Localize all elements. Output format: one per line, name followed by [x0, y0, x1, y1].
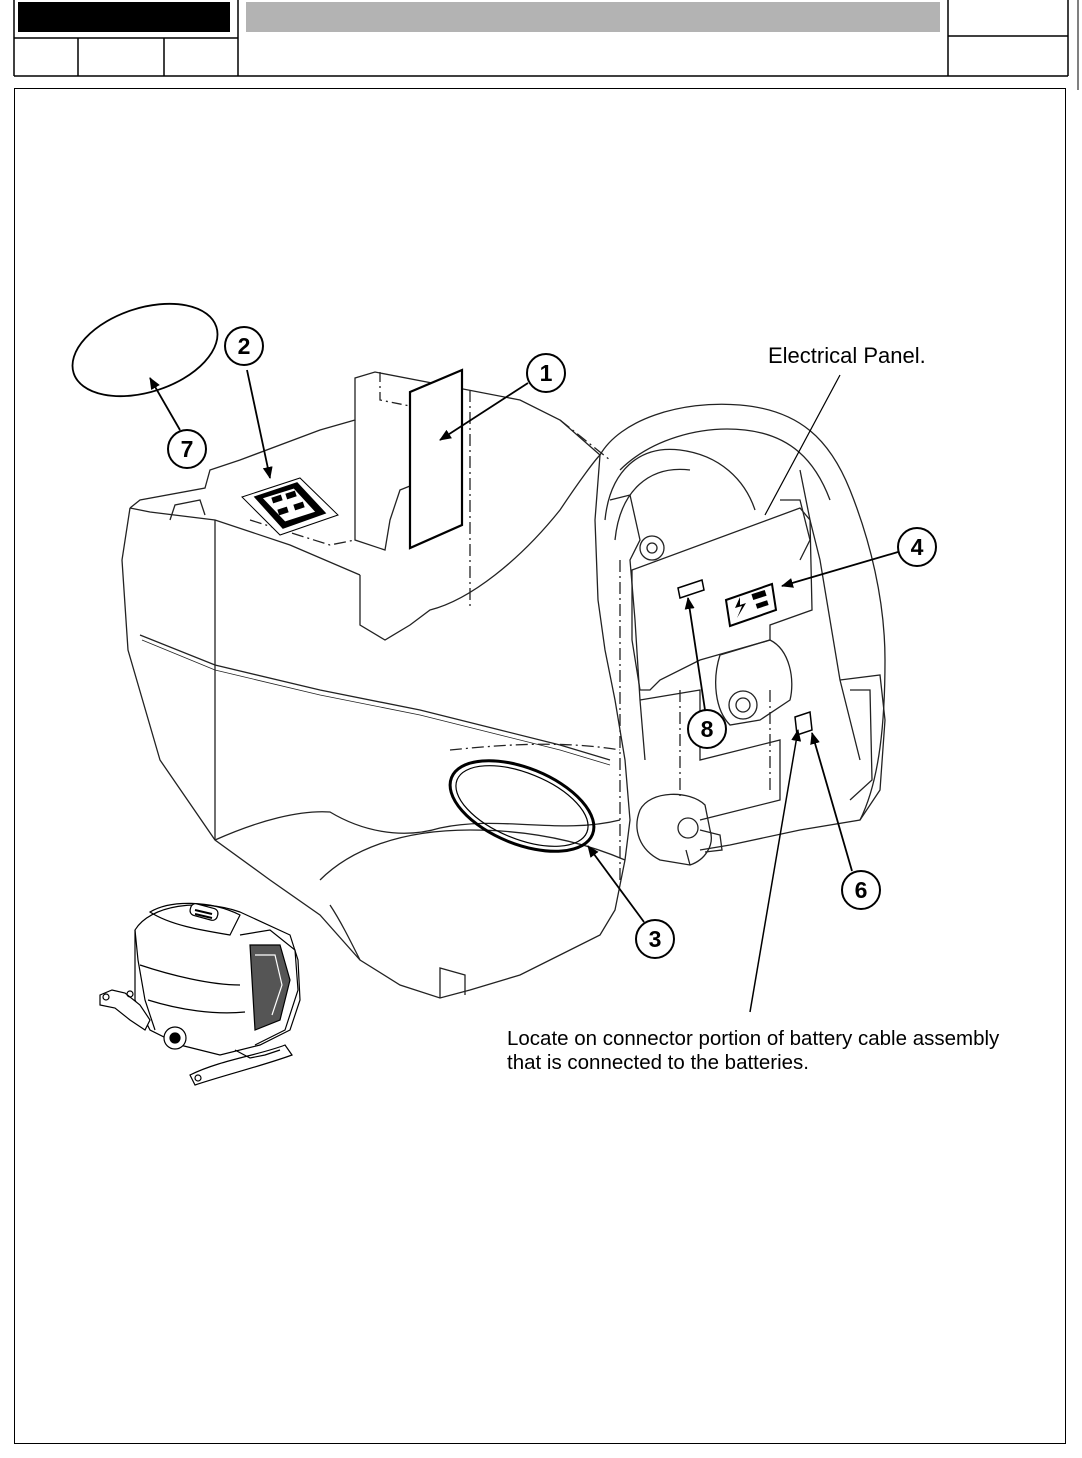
- callout-4-circle: [897, 527, 937, 567]
- battery-note-line1: Locate on connector portion of battery c…: [507, 1027, 1000, 1050]
- decal-1-card: [408, 368, 464, 550]
- callout-6-number: 6: [855, 877, 868, 903]
- leader-1: [439, 382, 529, 441]
- leader-6: [810, 732, 853, 872]
- leader-7: [149, 377, 181, 431]
- machine-overview-thumbnail: [99, 902, 301, 1086]
- callout-6-circle: [841, 870, 881, 910]
- decal-3-oval-ring: [448, 759, 596, 853]
- callout-7-number: 7: [181, 436, 194, 462]
- leader-electrical-panel: [764, 374, 841, 516]
- leader-3: [587, 845, 645, 923]
- callout-3-number: 3: [649, 926, 662, 952]
- callout-8-number: 8: [701, 716, 714, 742]
- decal-7-oval: [71, 302, 219, 398]
- drawing-frame: [14, 88, 1066, 1444]
- leader-battery-note: [749, 729, 802, 1013]
- machine-body: [121, 371, 886, 999]
- callout-circles: [167, 326, 937, 959]
- callout-4-number: 4: [911, 534, 924, 560]
- header-gray-bar: [246, 2, 940, 32]
- header-black-block: [18, 2, 230, 32]
- callout-2-number: 2: [238, 333, 251, 359]
- leader-4: [781, 551, 899, 588]
- battery-note-line2: that is connected to the batteries.: [507, 1051, 809, 1074]
- callout-8-circle: [687, 709, 727, 749]
- decal-4-electrical-warning: [724, 582, 778, 628]
- callout-2-circle: [224, 326, 264, 366]
- leader-2: [246, 369, 273, 479]
- callout-3-circle: [635, 919, 675, 959]
- leader-8: [684, 597, 706, 711]
- callout-7-circle: [167, 429, 207, 469]
- header-grid: [13, 0, 1079, 90]
- callout-1-number: 1: [540, 360, 553, 386]
- callout-1-circle: [526, 353, 566, 393]
- electrical-panel-label: Electrical Panel.: [768, 343, 926, 368]
- decal-8-small-label: [677, 579, 705, 599]
- decal-2-control-panel: [241, 477, 339, 536]
